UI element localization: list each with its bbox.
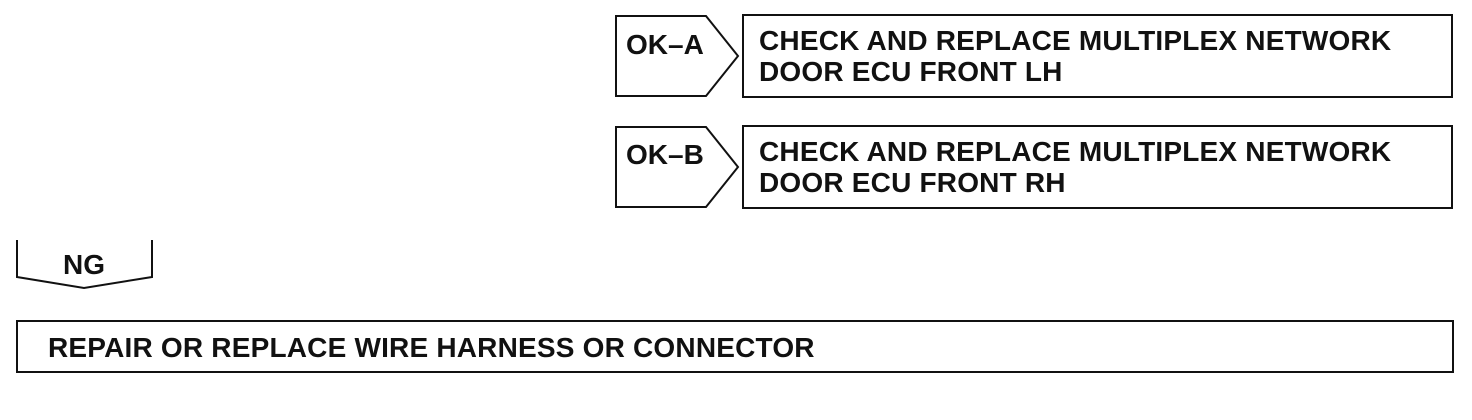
action-box-ok-b: CHECK AND REPLACE MULTIPLEX NETWORK DOOR… bbox=[742, 125, 1453, 209]
ok-a-arrow-shape bbox=[615, 15, 740, 97]
action-box-ng-line-1: REPAIR OR REPLACE WIRE HARNESS OR CONNEC… bbox=[48, 332, 815, 363]
ok-b-tag-label: OK–B bbox=[626, 139, 704, 170]
action-box-ok-b-line-1: CHECK AND REPLACE MULTIPLEX NETWORK bbox=[759, 136, 1392, 167]
ok-a-tag: OK–A bbox=[615, 15, 740, 97]
action-box-ng: REPAIR OR REPLACE WIRE HARNESS OR CONNEC… bbox=[16, 320, 1454, 373]
action-box-ok-a-line-1: CHECK AND REPLACE MULTIPLEX NETWORK bbox=[759, 25, 1392, 56]
ok-a-tag-label: OK–A bbox=[626, 29, 704, 60]
ng-tag: NG bbox=[16, 240, 153, 290]
action-box-ok-a: CHECK AND REPLACE MULTIPLEX NETWORK DOOR… bbox=[742, 14, 1453, 98]
ok-b-tag: OK–B bbox=[615, 126, 740, 208]
ok-b-arrow-shape bbox=[615, 126, 740, 208]
ng-arrow-shape bbox=[16, 240, 153, 290]
action-box-ok-b-line-2: DOOR ECU FRONT RH bbox=[759, 167, 1066, 198]
ng-tag-label: NG bbox=[63, 249, 105, 280]
action-box-ok-a-line-2: DOOR ECU FRONT LH bbox=[759, 56, 1063, 87]
